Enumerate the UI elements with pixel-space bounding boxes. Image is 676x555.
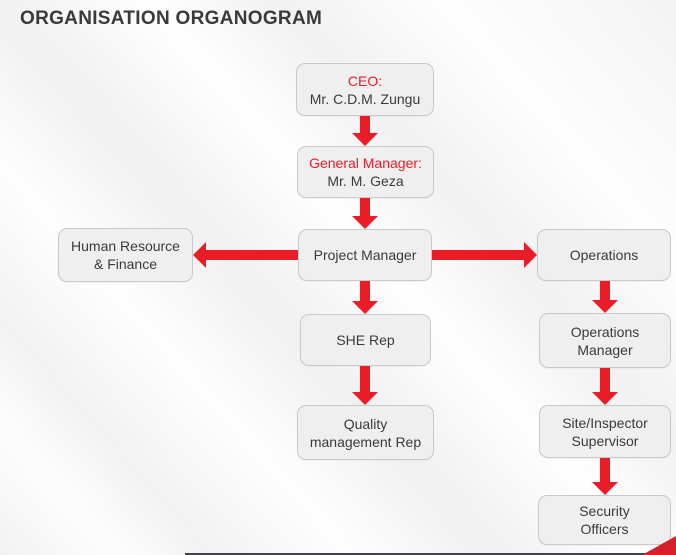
node-site-inspector-supervisor: Site/Inspector Supervisor (539, 405, 671, 458)
arrow-she-rep-to-quality-rep (352, 366, 378, 405)
arrow-down-head (352, 392, 378, 405)
arrow-operations-to-operations-manager (592, 281, 618, 313)
node-human-resource-finance: Human Resource & Finance (58, 228, 193, 282)
node-human-resource-line2: & Finance (93, 256, 158, 272)
arrow-project-manager-to-operations (432, 242, 537, 268)
node-human-resource-line1: Human Resource (71, 238, 180, 254)
node-operations-label: Operations (569, 247, 639, 263)
node-operations-manager-line2: Manager (577, 341, 633, 358)
arrow-project-manager-to-human-resource (193, 242, 298, 268)
node-ceo-role: CEO: (347, 72, 383, 89)
node-project-manager: Project Manager (298, 229, 432, 281)
arrow-site-inspector-to-security-officers (592, 458, 618, 495)
arrow-shaft (360, 116, 370, 135)
node-general-manager-role: General Manager: (309, 155, 422, 171)
arrow-shaft (204, 250, 298, 260)
node-she-rep-label: SHE Rep (336, 332, 395, 348)
node-project-manager-label: Project Manager (313, 247, 417, 263)
node-she-rep: SHE Rep (300, 314, 431, 366)
node-security-officers-line1: Security (579, 503, 630, 519)
page-title: ORGANISATION ORGANOGRAM (20, 8, 323, 29)
arrow-down-head (352, 133, 378, 146)
node-operations-manager: Operations Manager (539, 313, 671, 368)
corner-red-swoosh (642, 536, 676, 555)
arrow-ceo-to-general-manager (352, 116, 378, 146)
node-security-officers-line2: Officers (580, 521, 629, 537)
arrow-general-manager-to-project-manager (352, 198, 378, 229)
node-quality-rep-line1: Quality (343, 415, 388, 432)
arrow-down-head (352, 216, 378, 229)
arrow-shaft (600, 458, 610, 484)
node-general-manager: General Manager: Mr. M. Geza (297, 146, 434, 198)
arrow-shaft (600, 281, 610, 302)
arrow-shaft (432, 250, 526, 260)
arrow-left-head (193, 242, 206, 268)
page-footer-bar-edge (185, 553, 676, 555)
arrow-project-manager-to-she-rep (352, 281, 378, 314)
arrow-right-head (524, 242, 537, 268)
node-site-inspector-line2: Supervisor (571, 432, 639, 449)
arrow-shaft (360, 198, 370, 218)
node-operations-manager-line1: Operations (570, 323, 640, 340)
node-general-manager-person: Mr. M. Geza (327, 173, 404, 189)
node-operations: Operations (537, 229, 671, 281)
node-quality-rep-line2: management Rep (309, 433, 422, 450)
arrow-shaft (360, 366, 370, 394)
arrow-down-head (592, 300, 618, 313)
arrow-down-head (352, 301, 378, 314)
arrow-down-head (592, 392, 618, 405)
arrow-down-head (592, 482, 618, 495)
node-quality-management-rep: Quality management Rep (297, 405, 434, 460)
arrow-operations-manager-to-site-inspector (592, 368, 618, 405)
node-ceo: CEO: Mr. C.D.M. Zungu (296, 63, 434, 116)
node-site-inspector-line1: Site/Inspector (562, 414, 648, 431)
arrow-shaft (360, 281, 370, 303)
node-ceo-person: Mr. C.D.M. Zungu (309, 90, 421, 107)
node-security-officers: Security Officers (538, 495, 671, 545)
arrow-shaft (600, 368, 610, 394)
